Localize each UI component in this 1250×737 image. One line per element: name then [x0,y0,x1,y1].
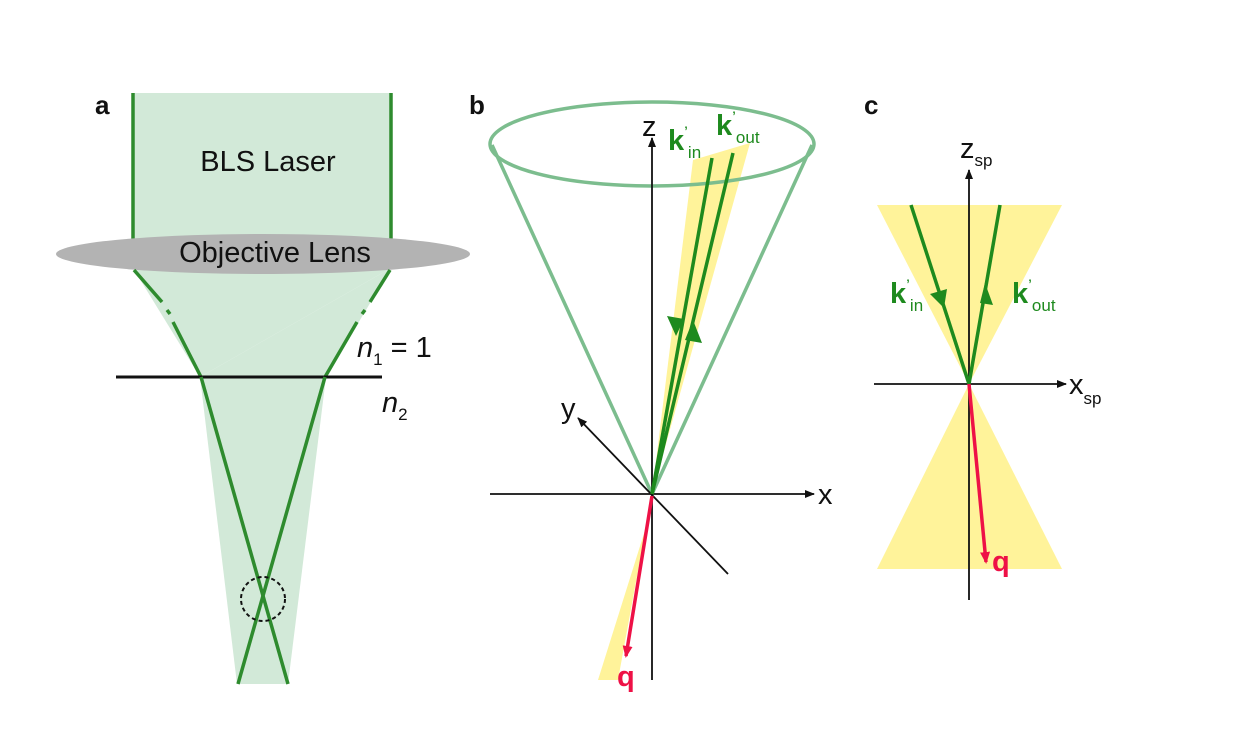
focus-edge-left [199,376,290,685]
panel-a: a Objective Lens BLS Laser n1 = 1 n2 [56,90,470,685]
z-axis-label: z [642,111,657,143]
k-in-label: k’in [668,123,701,162]
k-out-label: k’out [1012,276,1056,315]
lens-label: Objective Lens [179,237,371,269]
q-vector [622,495,654,658]
cone-edge-left [490,144,654,495]
k-in-label: k’in [890,276,923,315]
q-label: q [617,661,635,693]
beam-edge-right-lower [323,321,359,378]
k-in-arrowhead [667,316,684,336]
panel-b-label: b [469,90,485,120]
beam-edge-left-lower [171,321,203,378]
zsp-axis-label: zsp [960,133,992,170]
q-vector [967,383,991,564]
panel-c-label: c [864,90,878,120]
xsp-axis-label: xsp [1069,369,1101,408]
k-out-arrowhead [980,283,993,305]
focal-spot-circle [240,576,286,622]
n1-label: n1 = 1 [357,332,432,369]
y-axis-label: y [561,393,576,425]
k-out-arrowhead [685,320,702,343]
x-axis-label: x [818,479,833,511]
beam-edge-right-upper [368,269,392,303]
beam-edge-right-dot [360,308,367,316]
beam-edge-left-dot [165,308,172,316]
upper-beam-fill-right [200,268,391,377]
q-label: q [992,546,1010,578]
scattering-plane-upper [652,143,750,494]
k-in-vector [650,157,714,495]
focused-beam-fill [200,377,326,684]
focus-edge-right [236,376,327,685]
panel-c: c zsp xsp k’in k’out q [864,90,1101,600]
objective-lens [56,234,470,274]
laser-label: BLS Laser [200,146,336,178]
k-in-arrowhead [930,289,947,308]
k-out-label: k’out [716,108,760,147]
n2-label: n2 [382,387,408,424]
y-axis [577,417,729,575]
beam-edge-left-upper [132,268,164,304]
panel-a-label: a [95,90,110,120]
panel-b: b z x y k’in k’out q [469,90,833,693]
cone-edge-right [650,144,814,495]
